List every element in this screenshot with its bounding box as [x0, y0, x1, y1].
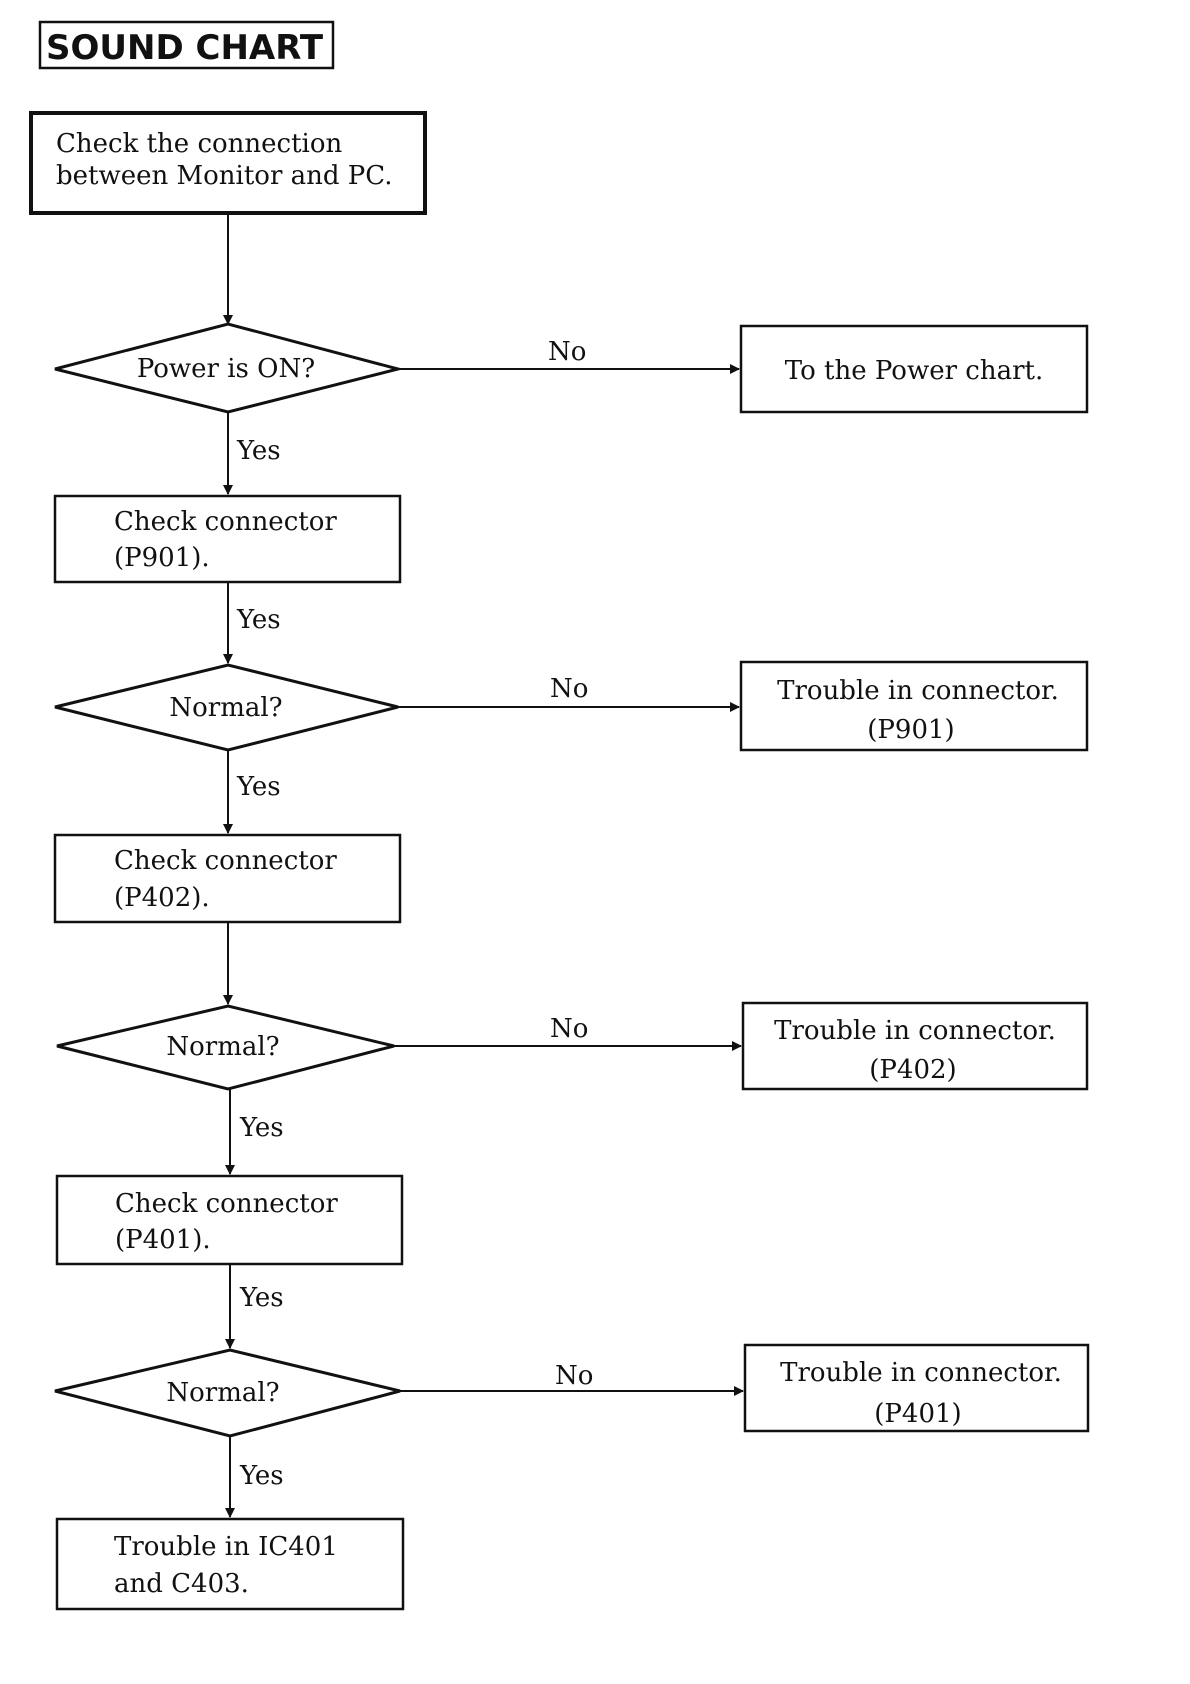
trouble-p901-line-1: Trouble in connector.	[777, 676, 1059, 706]
check-p901-box: Check connector (P901).	[53, 494, 402, 584]
power-chart-text: To the Power chart.	[785, 356, 1043, 386]
decision-power-on: Power is ON?	[54, 322, 404, 414]
trouble-p402-frame	[741, 1001, 1089, 1091]
trouble-p401-box: Trouble in connector. (P401)	[743, 1343, 1090, 1433]
check-p402-line-2: (P402).	[114, 883, 210, 913]
trouble-p901-frame	[739, 660, 1089, 752]
trouble-p901-box: Trouble in connector. (P901)	[739, 660, 1089, 752]
connectors	[223, 213, 744, 1518]
trouble-p901-line-2: (P901)	[867, 715, 954, 745]
start-line-2: between Monitor and PC.	[56, 161, 393, 191]
trouble-p402-box: Trouble in connector. (P402)	[741, 1001, 1089, 1091]
decision-normal-2-text: Normal?	[166, 1032, 279, 1062]
decision-normal-2-shape	[56, 1004, 395, 1091]
label-power-yes: Yes	[236, 436, 281, 466]
label-normal2-no: No	[550, 1014, 588, 1044]
trouble-p402-line-1: Trouble in connector.	[774, 1016, 1056, 1046]
start-box-frame	[29, 111, 427, 215]
decision-power-shape	[54, 322, 404, 414]
trouble-p401-frame	[743, 1343, 1090, 1433]
title-text: SOUND CHART	[46, 28, 324, 68]
trouble-ic401-line-1: Trouble in IC401	[114, 1532, 338, 1562]
decision-power-text: Power is ON?	[137, 354, 315, 384]
label-normal3-no: No	[555, 1361, 593, 1391]
trouble-p401-line-1: Trouble in connector.	[780, 1358, 1062, 1388]
label-p901-yes: Yes	[236, 605, 281, 635]
check-p402-box: Check connector (P402).	[53, 833, 402, 924]
label-power-no: No	[548, 337, 586, 367]
start-box: Check the connection between Monitor and…	[29, 111, 427, 215]
decision-normal-2: Normal?	[56, 1004, 395, 1091]
label-p401-yes: Yes	[239, 1283, 284, 1313]
check-p401-line-2: (P401).	[115, 1225, 211, 1255]
check-p401-box: Check connector (P401).	[55, 1174, 404, 1266]
power-chart-frame	[739, 324, 1089, 414]
check-p401-line-1: Check connector	[115, 1189, 338, 1219]
start-line-1: Check the connection	[56, 129, 343, 159]
label-normal1-yes: Yes	[236, 772, 281, 802]
title-frame	[38, 20, 335, 70]
decision-normal-1-text: Normal?	[169, 693, 282, 723]
chart-title: SOUND CHART	[38, 20, 335, 70]
power-chart-box: To the Power chart.	[739, 324, 1089, 414]
decision-normal-3-shape	[54, 1348, 401, 1438]
trouble-p402-line-2: (P402)	[869, 1055, 956, 1085]
label-normal1-no: No	[550, 674, 588, 704]
trouble-ic401-box: Trouble in IC401 and C403.	[55, 1517, 405, 1611]
trouble-p401-line-2: (P401)	[874, 1399, 961, 1429]
decision-normal-1: Normal?	[54, 663, 399, 752]
check-p901-line-1: Check connector	[114, 507, 337, 537]
check-p901-frame	[53, 494, 402, 584]
check-p402-frame	[53, 833, 402, 924]
decision-normal-3-text: Normal?	[166, 1378, 279, 1408]
trouble-ic401-frame	[55, 1517, 405, 1611]
label-normal2-yes: Yes	[239, 1113, 284, 1143]
check-p401-frame	[55, 1174, 404, 1266]
trouble-ic401-line-2: and C403.	[114, 1569, 249, 1599]
decision-normal-3: Normal?	[54, 1348, 401, 1438]
decision-normal-1-shape	[54, 663, 399, 752]
edge-labels: No Yes Yes No Yes No Yes Yes No Yes	[236, 337, 593, 1491]
check-p402-line-1: Check connector	[114, 846, 337, 876]
check-p901-line-2: (P901).	[114, 543, 210, 573]
label-normal3-yes: Yes	[239, 1461, 284, 1491]
